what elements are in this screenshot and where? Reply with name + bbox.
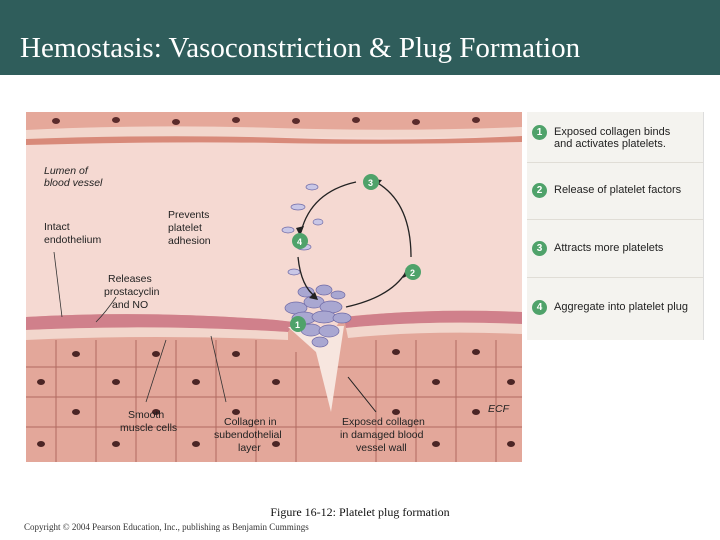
- label-releases-line3: and NO: [112, 299, 148, 311]
- legend-item-4: 4 Aggregate into platelet plug: [527, 285, 703, 335]
- legend-text-3: Attracts more platelets: [554, 242, 663, 254]
- label-lumen-line1: Lumen of: [44, 165, 89, 177]
- copyright-notice: Copyright © 2004 Pearson Education, Inc.…: [24, 522, 309, 532]
- label-prevents-line1: Prevents: [168, 209, 209, 221]
- label-prevents-line2: platelet: [168, 222, 202, 234]
- label-exposed-line2: in damaged blood: [340, 429, 424, 441]
- legend-badge-1: 1: [532, 125, 547, 140]
- badge-2-label: 2: [410, 268, 415, 278]
- figure-caption: Figure 16-12: Platelet plug formation: [0, 505, 720, 520]
- legend-badge-2: 2: [532, 183, 547, 198]
- legend-item-3: 3 Attracts more platelets: [527, 227, 703, 278]
- steps-legend: 1 Exposed collagen binds and activates p…: [527, 112, 704, 340]
- label-collagen-line3: layer: [238, 442, 261, 454]
- label-prevents-line3: adhesion: [168, 235, 211, 247]
- badge-4-label: 4: [297, 237, 302, 247]
- slide-header: Hemostasis: Vasoconstriction & Plug Form…: [0, 0, 720, 75]
- label-lumen-line2: blood vessel: [44, 177, 103, 189]
- label-releases-line2: prostacyclin: [104, 286, 160, 298]
- legend-badge-3: 3: [532, 241, 547, 256]
- legend-text-1-line2: and activates platelets.: [554, 138, 666, 150]
- label-intact-line1: Intact: [44, 221, 70, 233]
- legend-text-1: Exposed collagen binds and activates pla…: [554, 126, 670, 150]
- slide-title: Hemostasis: Vasoconstriction & Plug Form…: [20, 32, 580, 65]
- diagram-svg: 1 2 3 4 Lumen of blood vessel Intact end…: [26, 112, 522, 462]
- platelet-plug-diagram: 1 2 3 4 Lumen of blood vessel Intact end…: [26, 112, 522, 462]
- label-smooth-line1: Smooth: [128, 409, 164, 421]
- legend-item-1: 1 Exposed collagen binds and activates p…: [527, 112, 703, 163]
- legend-text-2: Release of platelet factors: [554, 184, 681, 196]
- label-smooth-line2: muscle cells: [120, 422, 177, 434]
- label-ecf: ECF: [488, 403, 510, 415]
- label-collagen-line2: subendothelial: [214, 429, 282, 441]
- label-collagen-line1: Collagen in: [224, 416, 277, 428]
- badge-3-label: 3: [368, 178, 373, 188]
- legend-text-4: Aggregate into platelet plug: [554, 301, 688, 313]
- legend-text-1-line1: Exposed collagen binds: [554, 126, 670, 138]
- legend-item-2: 2 Release of platelet factors: [527, 169, 703, 220]
- badge-1-label: 1: [295, 320, 300, 330]
- label-exposed-line3: vessel wall: [356, 442, 407, 454]
- label-intact-line2: endothelium: [44, 234, 101, 246]
- label-releases-line1: Releases: [108, 273, 152, 285]
- legend-badge-4: 4: [532, 300, 547, 315]
- label-exposed-line1: Exposed collagen: [342, 416, 425, 428]
